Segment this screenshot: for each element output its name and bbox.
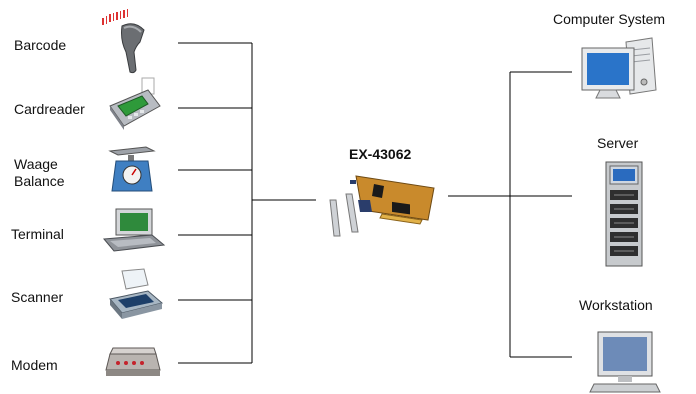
server-rack-icon xyxy=(605,161,643,267)
label-scale-line1: Waage xyxy=(14,156,58,172)
modem-icon xyxy=(105,347,161,376)
label-terminal: Terminal xyxy=(11,226,64,242)
serial-pci-card-icon xyxy=(329,175,435,237)
label-workstation: Workstation xyxy=(579,297,653,313)
card-label: EX-43062 xyxy=(349,146,412,162)
label-server: Server xyxy=(597,135,639,151)
workstation-icon xyxy=(589,331,661,393)
desktop-computer-icon xyxy=(581,37,657,99)
label-scanner: Scanner xyxy=(11,289,64,305)
label-cardreader: Cardreader xyxy=(14,101,85,117)
flatbed-scanner-icon xyxy=(109,268,164,319)
label-barcode: Barcode xyxy=(14,37,67,53)
barcode-scanner-icon xyxy=(102,9,145,74)
card-reader-icon xyxy=(109,77,161,130)
terminal-icon xyxy=(103,208,166,252)
label-modem: Modem xyxy=(11,357,58,373)
label-computer-system: Computer System xyxy=(553,11,666,27)
scale-icon xyxy=(108,146,156,192)
label-scale-line2: Balance xyxy=(14,173,65,189)
